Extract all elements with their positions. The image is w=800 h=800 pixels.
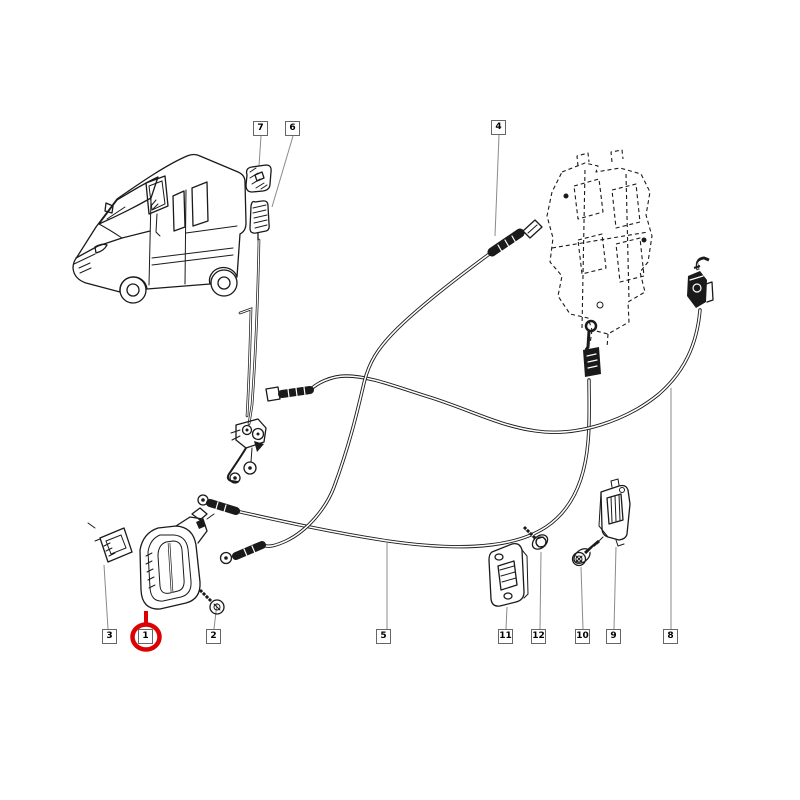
latch-keeper-9 (598, 478, 631, 547)
cable-8-lever-end (687, 256, 714, 308)
door-lock-assembly-phantom (546, 149, 653, 349)
callout-9[interactable]: 9 (606, 629, 621, 644)
interior-door-handle-1 (139, 507, 215, 610)
callout-11[interactable]: 11 (498, 629, 513, 644)
callout-10[interactable]: 10 (575, 629, 590, 644)
clip-plate-3 (87, 522, 133, 563)
callout-7[interactable]: 7 (253, 121, 268, 136)
highlight-circle (130, 622, 162, 652)
callout-1[interactable]: 1 (138, 629, 153, 644)
highlight-part-1 (130, 611, 162, 652)
striker-plate-11 (488, 542, 529, 607)
part-7-clip (245, 164, 272, 193)
lock-cable-end-fitting (583, 319, 601, 377)
screw-12 (522, 525, 549, 550)
cable-interior-handle (197, 378, 591, 549)
cable-4 (219, 219, 543, 565)
van-door-highlight-panel (145, 175, 169, 237)
screw-10 (571, 536, 604, 567)
leader-lines (103, 134, 672, 630)
part-6-grommet (249, 200, 270, 241)
cable-long-8 (265, 308, 702, 434)
callout-5[interactable]: 5 (376, 629, 391, 644)
callout-6[interactable]: 6 (285, 121, 300, 136)
lock-rods (238, 238, 261, 426)
lock-actuator-lever (226, 418, 267, 484)
callout-3[interactable]: 3 (102, 629, 117, 644)
callout-4[interactable]: 4 (491, 120, 506, 135)
callout-8[interactable]: 8 (663, 629, 678, 644)
callout-12[interactable]: 12 (531, 629, 546, 644)
callout-2[interactable]: 2 (206, 629, 221, 644)
screw-2 (198, 588, 225, 615)
van-illustration (72, 153, 247, 304)
